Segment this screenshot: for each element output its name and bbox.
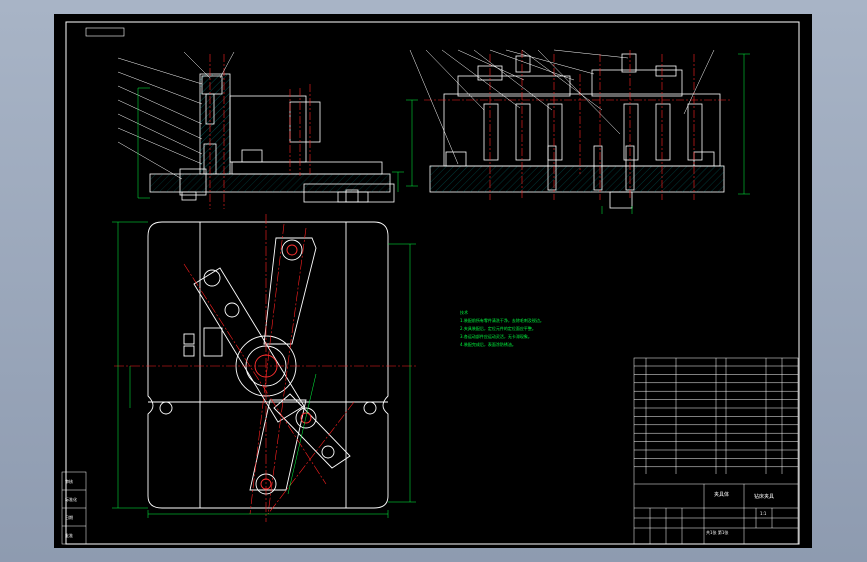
drawing-sheet: 技术 1.装配前所有零件清洗干净，去除毛刺及锐边。 2.夹具装配后，定位元件的定… xyxy=(54,14,812,548)
left-cell-3: 日期 xyxy=(65,514,73,520)
title-scale: 1:1 xyxy=(760,511,767,516)
technical-notes: 技术 1.装配前所有零件清洗干净，去除毛刺及锐边。 2.夹具装配后，定位元件的定… xyxy=(460,309,544,347)
front-view xyxy=(149,73,395,203)
title-sheet-info: 共1张 第1张 xyxy=(706,529,728,535)
side-view xyxy=(429,53,725,209)
title-block xyxy=(634,483,798,544)
front-view-dimensions xyxy=(137,87,418,199)
side-view-centerlines xyxy=(424,50,730,200)
left-cell-2: 标准化 xyxy=(65,496,77,502)
left-block-text: 审核 标准化 日期 批准 xyxy=(65,478,77,538)
notes-line-2: 2.夹具装配后，定位元件的定位面应平整。 xyxy=(460,325,536,331)
plan-view-dimensions xyxy=(112,221,416,518)
plan-view-centerlines xyxy=(114,214,416,522)
plan-view-plate xyxy=(147,221,389,509)
side-view-dimensions xyxy=(601,53,750,214)
inner-border xyxy=(65,21,800,545)
title-drawing-name: 钻床夹具 xyxy=(754,493,774,500)
left-cell-4: 批准 xyxy=(65,532,73,538)
front-view-leaders xyxy=(117,51,235,180)
front-view-centerlines xyxy=(209,54,311,209)
notes-line-1: 1.装配前所有零件清洗干净，去除毛刺及锐边。 xyxy=(460,317,544,323)
cad-drawing: 技术 1.装配前所有零件清洗干净，去除毛刺及锐边。 2.夹具装配后，定位元件的定… xyxy=(61,21,800,545)
parts-list xyxy=(633,357,799,545)
notes-line-3: 3.各运动部件应运动灵活，无卡滞现象。 xyxy=(460,333,532,339)
notes-line-4: 4.装配完成后，表面涂防锈油。 xyxy=(460,341,516,347)
side-view-leaders xyxy=(409,49,715,165)
title-part-name: 夹具体 xyxy=(714,491,729,498)
left-cell-1: 审核 xyxy=(65,478,73,484)
notes-heading: 技术 xyxy=(460,309,468,315)
left-block xyxy=(61,471,87,545)
title-block-text: 夹具体 钻床夹具 1:1 共1张 第1张 xyxy=(706,491,774,535)
corner-box xyxy=(85,27,125,37)
